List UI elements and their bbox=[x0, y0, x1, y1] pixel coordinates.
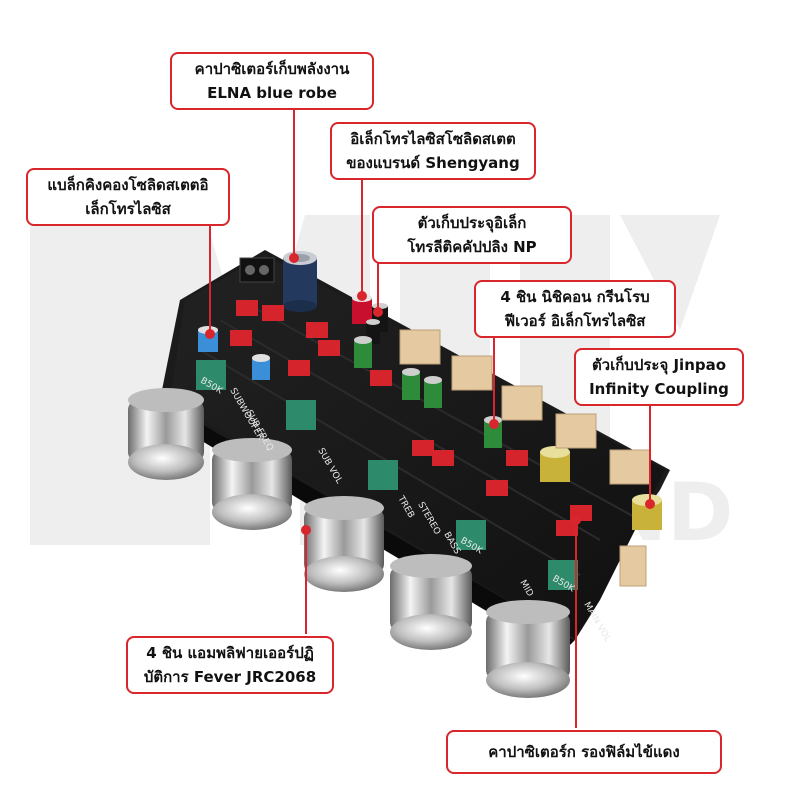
callout-opamp-line2: บัติการ Fever JRC2068 bbox=[143, 668, 317, 686]
callout-opamp-line1: 4 ชิน แอมพลิฟายเออร์ปฏิ bbox=[146, 644, 314, 662]
callout-opamp: 4 ชิน แอมพลิฟายเออร์ปฏิ บัติการ Fever JR… bbox=[126, 636, 334, 694]
callout-nichicon-line2: ฟีเวอร์ อิเล็กโทรไลซิส bbox=[504, 312, 646, 330]
callout-elna-capacitor: คาปาซิเตอร์เก็บพลังงาน ELNA blue robe bbox=[170, 52, 374, 110]
elna-capacitor bbox=[283, 251, 317, 312]
callout-jinpao: ตัวเก็บประจุ Jinpao Infinity Coupling bbox=[574, 348, 744, 406]
callout-nichicon-line1: 4 ชิน นิชิคอน กรีนโรบ bbox=[500, 288, 650, 306]
callout-np-line1: ตัวเก็บประจุอิเล็ก bbox=[417, 214, 527, 232]
callout-blocking: แบล็กคิงคองโซลิดสเตตอิ เล็กโทรไลซิส bbox=[26, 168, 230, 226]
potentiometers bbox=[196, 360, 578, 590]
callout-jinpao-line2: Infinity Coupling bbox=[589, 380, 729, 398]
callout-blocking-line1: แบล็กคิงคองโซลิดสเตตอิ bbox=[47, 176, 209, 194]
connectors bbox=[399, 329, 651, 587]
callout-np-capacitor: ตัวเก็บประจุอิเล็ก โทรลีติคคัปปลิง NP bbox=[372, 206, 572, 264]
knob-1[interactable] bbox=[128, 388, 204, 480]
callout-film-capacitor: คาปาซิเตอร์ก รองฟิล์มไข้แดง bbox=[446, 730, 722, 774]
callout-shengyang-line2: ของแบรนด์ Shengyang bbox=[346, 154, 520, 172]
callout-film-line1: คาปาซิเตอร์ก รองฟิล์มไข้แดง bbox=[488, 743, 680, 761]
knob-2[interactable] bbox=[212, 438, 292, 530]
callout-elna-line1: คาปาซิเตอร์เก็บพลังงาน bbox=[194, 60, 350, 78]
knob-4[interactable] bbox=[390, 554, 472, 650]
knob-3[interactable] bbox=[304, 496, 384, 592]
red-film-capacitors bbox=[230, 300, 592, 536]
callout-shengyang: อิเล็กโทรไลซิสโซลิดสเตต ของแบรนด์ Shengy… bbox=[330, 122, 536, 180]
callout-np-line2: โทรลีติคคัปปลิง NP bbox=[407, 238, 537, 256]
knob-5[interactable] bbox=[486, 600, 570, 698]
callout-leaders bbox=[205, 106, 655, 728]
callout-shengyang-line1: อิเล็กโทรไลซิสโซลิดสเตต bbox=[350, 130, 516, 148]
callout-nichicon: 4 ชิน นิชิคอน กรีนโรบ ฟีเวอร์ อิเล็กโทรไ… bbox=[474, 280, 676, 338]
blue-capacitors bbox=[198, 326, 270, 380]
callout-elna-line2: ELNA blue robe bbox=[207, 84, 337, 102]
callout-jinpao-line1: ตัวเก็บประจุ Jinpao bbox=[591, 356, 727, 374]
callout-blocking-line2: เล็กโทรไลซิส bbox=[85, 200, 171, 218]
